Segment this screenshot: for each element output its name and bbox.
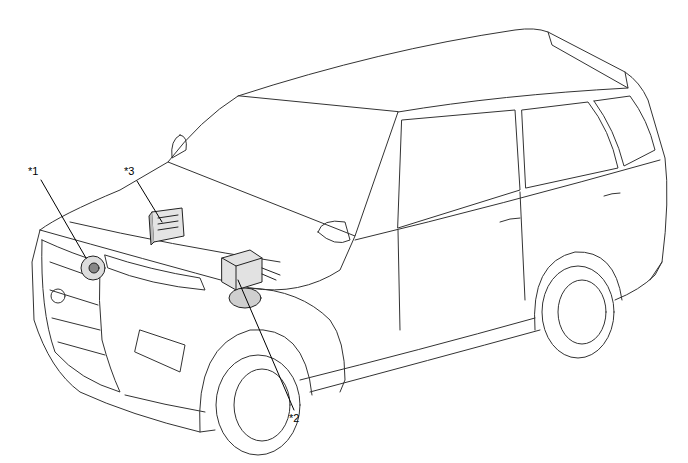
- leader-line: [137, 181, 162, 222]
- beltline: [355, 160, 660, 240]
- rear-wheel-arch: [535, 252, 623, 330]
- callout-number: *2: [289, 413, 299, 424]
- lower-bumper: [125, 395, 205, 412]
- side-window-front: [398, 110, 520, 228]
- booster: [229, 288, 261, 308]
- rear-bumper: [615, 262, 662, 300]
- roof-right-edge: [398, 88, 628, 112]
- headlight: [105, 255, 205, 290]
- rocker-line: [300, 318, 535, 380]
- spindle-grille: [42, 240, 120, 392]
- emblem: [51, 289, 65, 303]
- leader-line: [238, 280, 294, 410]
- ecu-lines: [158, 215, 178, 230]
- front-door: [398, 192, 525, 330]
- windshield: [168, 96, 398, 236]
- hood-right-edge: [40, 230, 355, 290]
- roof-outline: [238, 29, 667, 280]
- actuator-top: [222, 258, 262, 290]
- brake-actuator-component: [222, 250, 280, 308]
- roof-spoiler: [548, 32, 628, 88]
- front-wheel: [216, 355, 300, 455]
- callout-number: *3: [124, 166, 134, 177]
- horn-body: [81, 256, 105, 280]
- door-handles: [500, 193, 620, 222]
- ecu-component: [149, 208, 184, 245]
- ecu-side: [149, 212, 154, 245]
- horn-component: [81, 256, 105, 280]
- rear-wheel: [542, 266, 614, 358]
- actuator-rod: [262, 268, 280, 280]
- front-bumper: [32, 230, 215, 432]
- fog-light: [135, 330, 185, 372]
- left-mirror: [172, 135, 187, 158]
- rear-wheel-rim: [558, 280, 606, 344]
- leader-line: [41, 180, 86, 258]
- actuator-block: [222, 250, 262, 290]
- front-wheel-rim: [234, 369, 290, 441]
- side-window-rear: [594, 96, 655, 166]
- right-mirror: [318, 221, 350, 243]
- horn-center: [89, 263, 99, 273]
- callout-number: *1: [28, 166, 38, 177]
